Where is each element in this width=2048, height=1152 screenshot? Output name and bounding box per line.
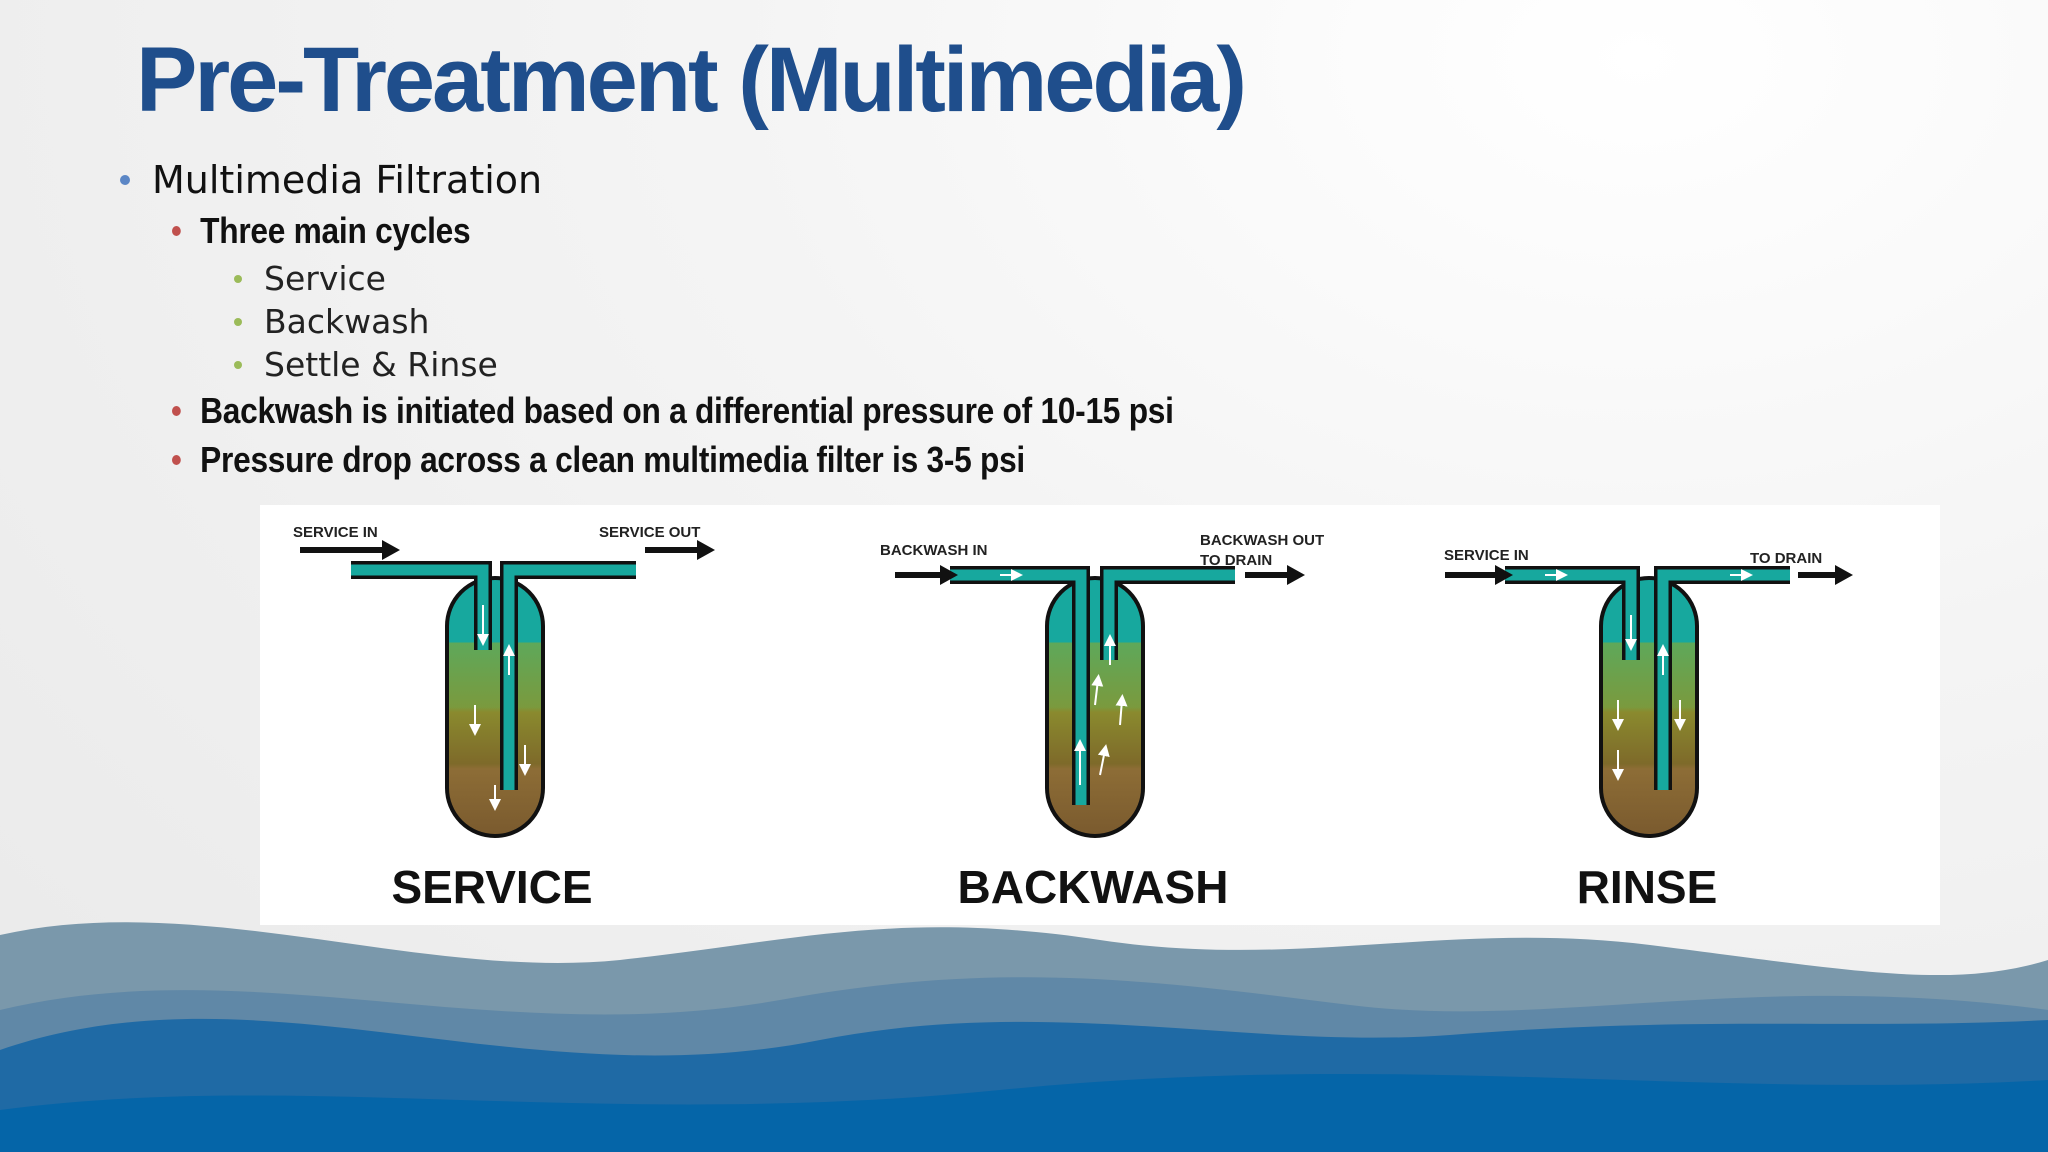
backwash-caption: BACKWASH bbox=[958, 861, 1229, 913]
bullet-text: Pressure drop across a clean multimedia … bbox=[200, 439, 1025, 480]
rinse-caption: RINSE bbox=[1577, 861, 1718, 913]
bullet-cycle-settle-rinse: Settle & Rinse bbox=[234, 345, 498, 384]
bullet-cycle-service: Service bbox=[234, 259, 386, 298]
bullet-text: Settle & Rinse bbox=[264, 345, 498, 384]
bullet-three-main-cycles: Three main cycles bbox=[172, 210, 471, 252]
wave-dark bbox=[0, 1073, 2048, 1152]
service-out-label: SERVICE OUT bbox=[599, 524, 700, 541]
service-in-label: SERVICE IN bbox=[293, 524, 378, 541]
backwash-in-label: BACKWASH IN bbox=[880, 542, 988, 559]
filter-cycles-diagram: SERVICE IN SERVICE OUT SERVICE BACKWASH … bbox=[260, 505, 1940, 925]
wave-footer bbox=[0, 922, 2048, 1152]
bullet-text: Backwash bbox=[264, 302, 430, 341]
rinse-in-label: SERVICE IN bbox=[1444, 547, 1529, 564]
service-caption: SERVICE bbox=[391, 861, 592, 913]
service-filter bbox=[300, 540, 715, 838]
rinse-filter bbox=[1445, 565, 1853, 838]
filter-cycles-svg: SERVICE IN SERVICE OUT SERVICE BACKWASH … bbox=[293, 524, 1853, 913]
bullet-text: Service bbox=[264, 259, 386, 298]
backwash-tank bbox=[1045, 576, 1145, 838]
bullet-cycle-backwash: Backwash bbox=[234, 302, 429, 341]
bullet-text: Backwash is initiated based on a differe… bbox=[200, 390, 1174, 431]
bullet-dot bbox=[234, 360, 242, 369]
bullet-dot bbox=[234, 317, 242, 326]
bullet-multimedia-filtration: Multimedia Filtration bbox=[120, 158, 542, 202]
bullet-dot bbox=[120, 175, 130, 185]
slide-title: Pre-Treatment (Multimedia) bbox=[136, 29, 1247, 131]
backwash-drain-label: TO DRAIN bbox=[1200, 552, 1272, 569]
rinse-tank bbox=[1599, 576, 1699, 838]
bullet-dot bbox=[172, 406, 181, 416]
bullet-text: Multimedia Filtration bbox=[152, 158, 543, 202]
bullet-text: Three main cycles bbox=[200, 210, 471, 251]
bullet-dot bbox=[172, 455, 181, 465]
bullet-pressure-drop: Pressure drop across a clean multimedia … bbox=[172, 439, 1025, 481]
backwash-filter bbox=[895, 565, 1305, 838]
bullet-dot bbox=[172, 226, 181, 236]
bullet-backwash-trigger: Backwash is initiated based on a differe… bbox=[172, 390, 1174, 432]
backwash-out-label: BACKWASH OUT bbox=[1200, 532, 1324, 549]
rinse-out-label: TO DRAIN bbox=[1750, 550, 1822, 567]
bullet-dot bbox=[234, 274, 242, 283]
